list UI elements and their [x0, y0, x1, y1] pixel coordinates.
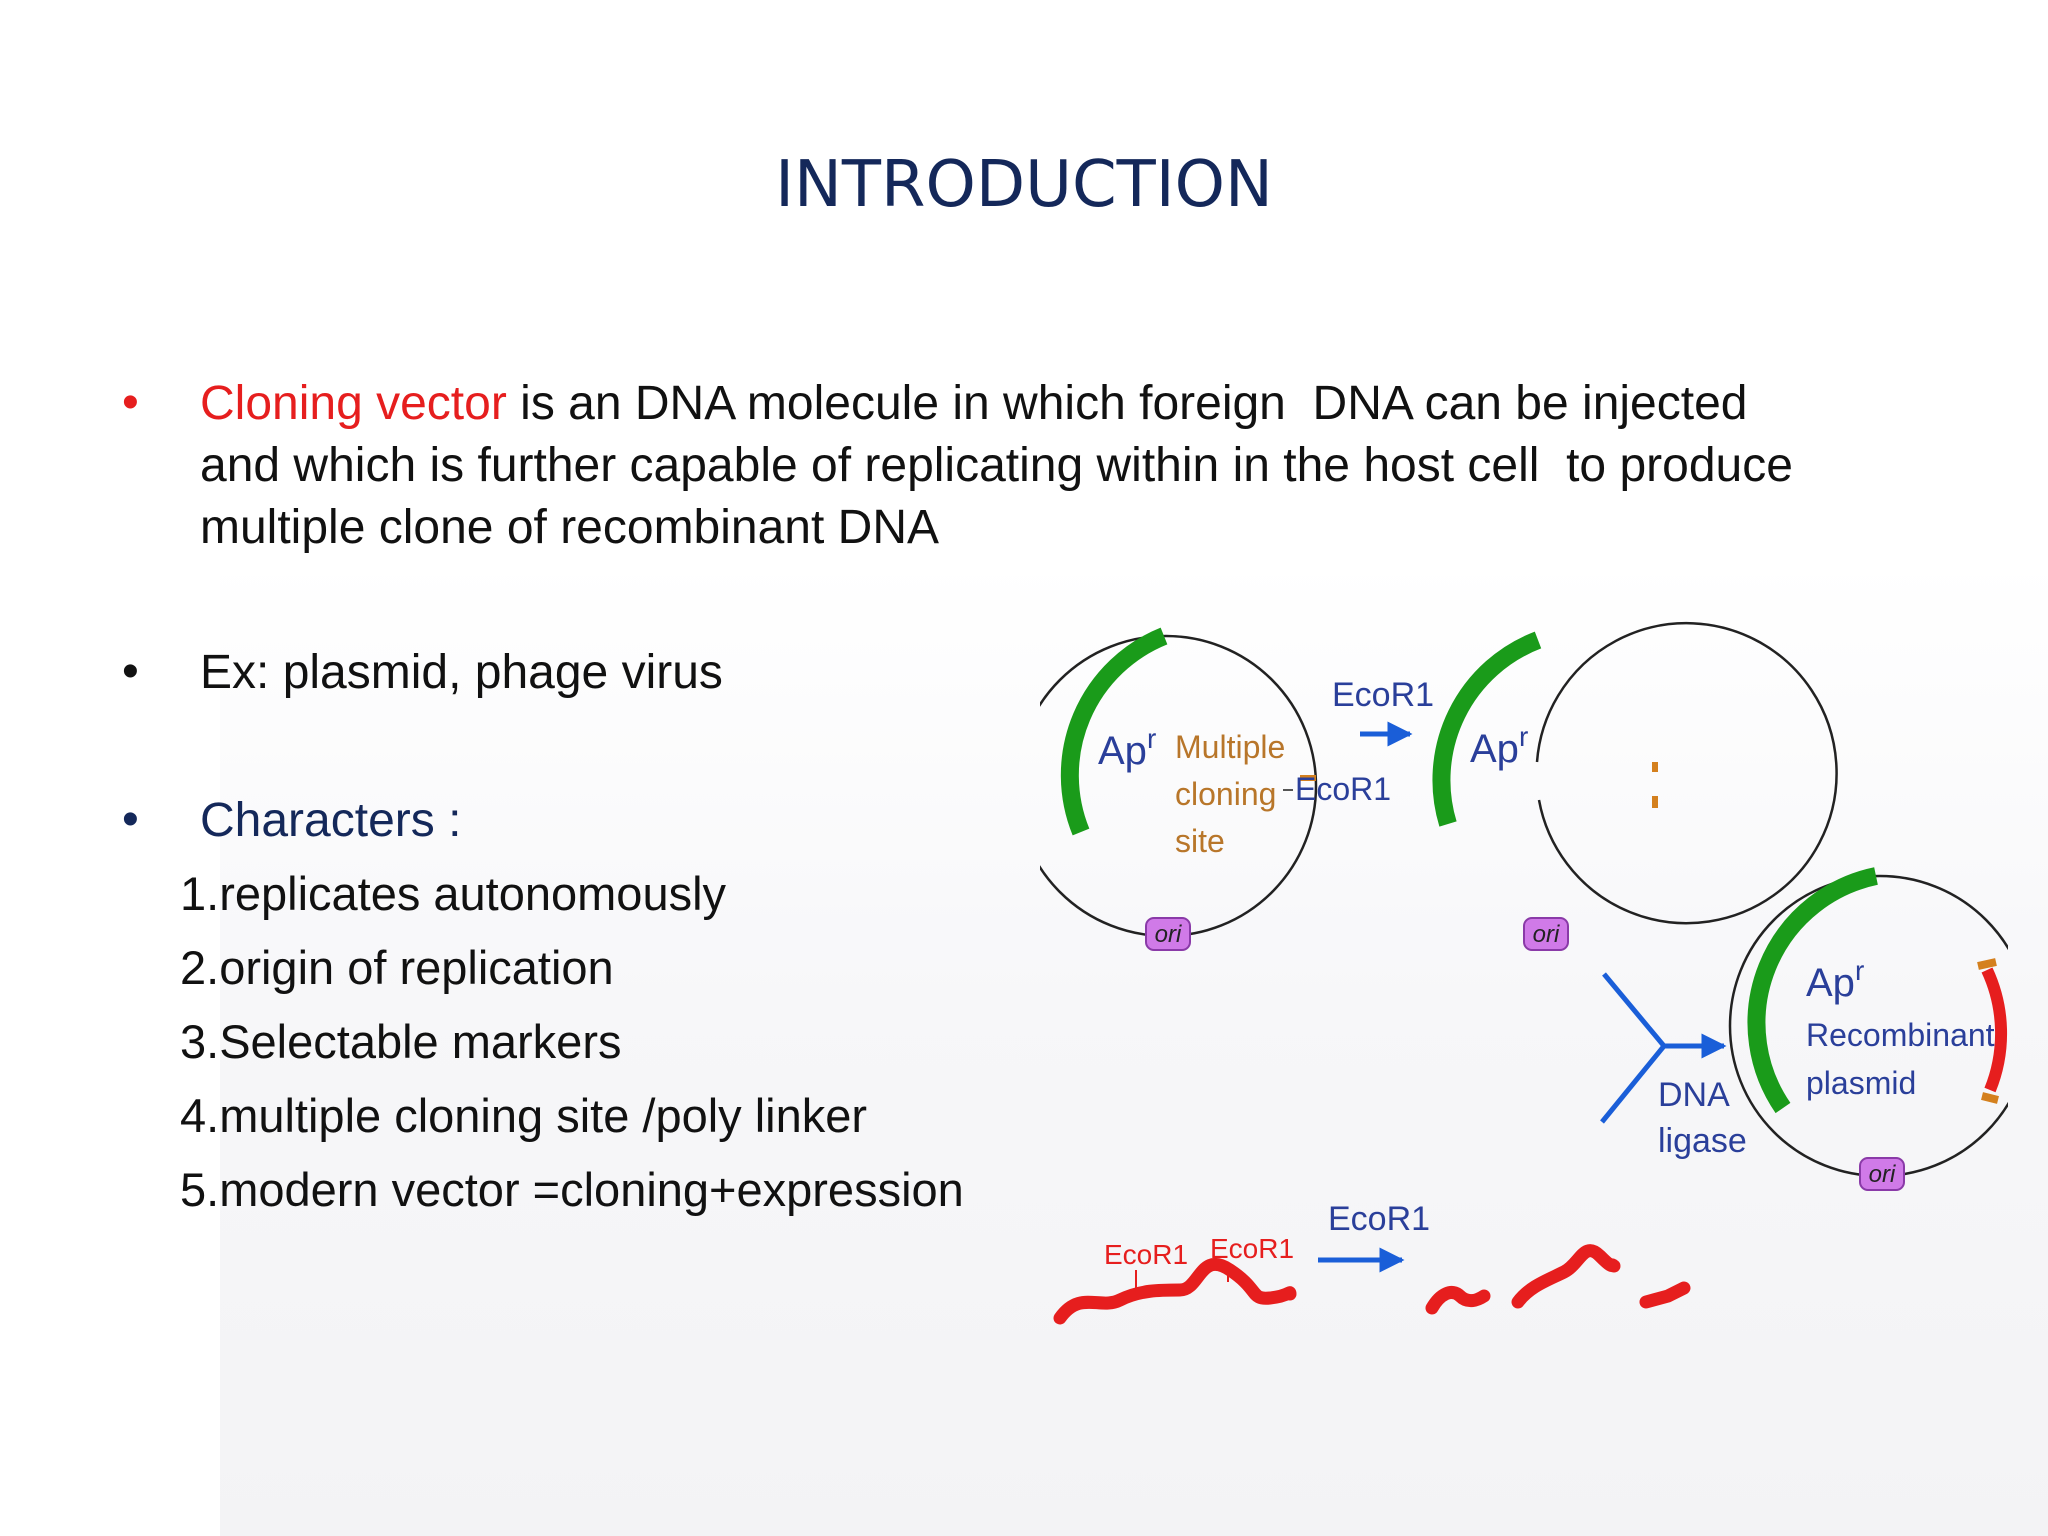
recombinant-label-line: Recombinant	[1806, 1017, 1995, 1053]
enzyme-arrow-label: EcoR1	[1332, 676, 1434, 714]
bullet-dot: •	[122, 376, 139, 429]
bullet-examples: • Ex: plasmid, phage virus	[122, 644, 1022, 706]
ampicillin-resistance-gene	[1432, 631, 1542, 827]
mcs-label-line: site	[1175, 823, 1225, 859]
character-item: 4.multiple cloning site /poly linker	[180, 1089, 868, 1142]
bullet-dot: •	[122, 645, 139, 698]
enzyme-site-label: EcoR1	[1104, 1239, 1188, 1270]
bullet-cloning-vector: • Cloning vector is an DNA molecule in w…	[122, 375, 2002, 575]
ligase-label-line: DNA	[1658, 1076, 1730, 1114]
character-item: 5.modern vector =cloning+expression	[180, 1163, 964, 1216]
dna-fragment-end	[1425, 1286, 1491, 1315]
character-item: 1.replicates autonomously	[180, 867, 727, 920]
cloning-vector-term: Cloning vector	[200, 377, 507, 430]
enzyme-site-label: EcoR1	[1210, 1233, 1294, 1264]
bullet1-line1-rest: is an DNA molecule in which foreign DNA …	[506, 377, 1748, 430]
bullet3-text: Characters :	[200, 794, 462, 847]
bullet1-line2: and which is further capable of replicat…	[200, 439, 1793, 492]
ampicillin-resistance-gene	[1747, 867, 1878, 1114]
foreign-dna: EcoR1 EcoR1	[1053, 1233, 1297, 1325]
mcs-label-line: cloning	[1175, 776, 1276, 812]
mcs-label-line: Multiple	[1175, 729, 1285, 765]
ori-label: ori	[1155, 921, 1182, 948]
ori-label: ori	[1869, 1161, 1896, 1188]
dna-fragments	[1425, 1244, 1691, 1315]
ori-label: ori	[1533, 921, 1560, 948]
recombinant-label-line: plasmid	[1806, 1065, 1916, 1101]
marker-label: Apr	[1098, 723, 1156, 773]
enzyme-arrow-label: EcoR1	[1328, 1200, 1430, 1238]
plasmid-vector: Apr Multiple cloning site EcoR1 ori	[1040, 627, 1391, 951]
ori-badge	[1145, 917, 1191, 951]
marker-label: Apr	[1470, 721, 1528, 771]
insert-dna-segment	[1981, 967, 2008, 1093]
character-item: 2.origin of replication	[180, 941, 614, 994]
slide-background-shade	[220, 560, 2048, 1536]
dna-insert-fragment	[1511, 1244, 1621, 1309]
recombinant-dna-diagram: Apr Multiple cloning site EcoR1 ori EcoR…	[1040, 621, 2008, 1325]
marker-label: Apr	[1806, 955, 1864, 1005]
ori-badge	[1523, 917, 1569, 951]
dna-strand	[1053, 1258, 1297, 1325]
plasmid-cut: Apr ori	[1432, 621, 1838, 951]
bullet-dot: •	[122, 793, 139, 846]
ampicillin-resistance-gene	[1060, 627, 1168, 836]
character-item: 3.Selectable markers	[180, 1015, 622, 1068]
ligase-label-line: ligase	[1658, 1122, 1747, 1160]
bullet1-line3: multiple clone of recombinant DNA	[200, 501, 940, 554]
dna-fragment-end	[1639, 1281, 1691, 1309]
slide-title: INTRODUCTION	[775, 148, 1273, 222]
plasmid-recombinant: Apr Recombinant plasmid ori	[1728, 867, 2008, 1191]
enzyme-site-label: EcoR1	[1295, 771, 1391, 807]
ori-badge	[1859, 1157, 1905, 1191]
bullet2-text: Ex: plasmid, phage virus	[200, 646, 723, 699]
bullet1-line1: Cloning vector is an DNA molecule in whi…	[200, 373, 2000, 435]
bullet-characters: • Characters :	[122, 792, 1022, 854]
ligase-arrow: DNA ligase	[1600, 972, 1747, 1160]
